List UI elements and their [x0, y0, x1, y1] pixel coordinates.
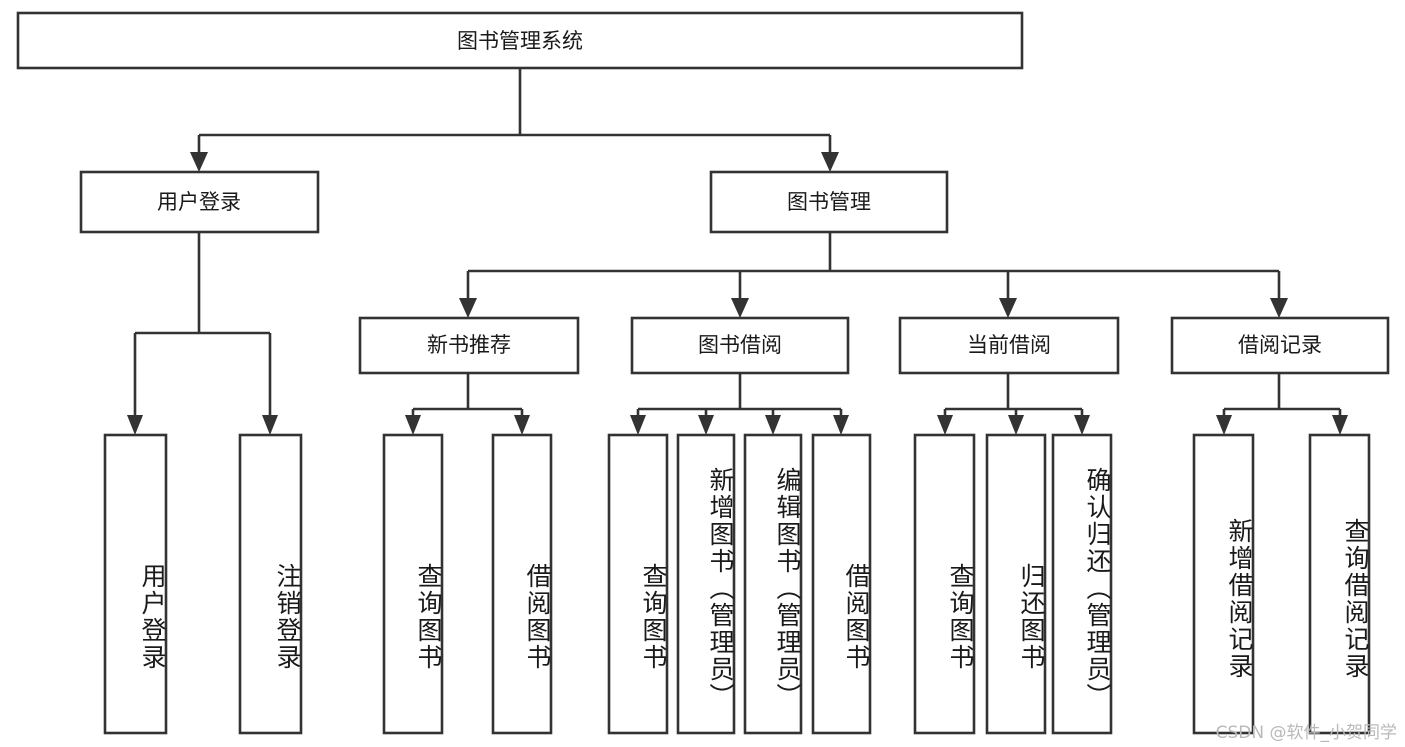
leaf-box-new-book-1[interactable]	[382, 433, 444, 735]
node-current-borrow-box[interactable]	[898, 316, 1120, 375]
arrowhead-bookborrow-leaf-4	[833, 415, 849, 435]
arrowhead-newbook-leaf-1	[405, 415, 421, 435]
csdn-watermark: CSDN @软件_小贺同学	[1215, 723, 1397, 743]
leaf-box-user-login-2[interactable]	[238, 433, 303, 735]
node-user-login[interactable]: 用户登录	[79, 170, 320, 234]
node-book-manage-box[interactable]	[709, 170, 949, 234]
node-root-label: 图书管理系统	[457, 29, 583, 53]
arrowhead-leaf-user-login-1	[127, 415, 143, 435]
leaf-box-borrow-record-2[interactable]	[1308, 433, 1371, 735]
leaf-box-book-borrow-3[interactable]	[743, 433, 803, 735]
arrowhead-current-borrow	[999, 298, 1017, 318]
node-user-login-box[interactable]	[79, 170, 320, 234]
node-book-borrow-box[interactable]	[630, 316, 850, 375]
leaf-box-book-borrow-1[interactable]	[607, 433, 669, 735]
arrowhead-leaf-user-login-2	[262, 415, 278, 435]
node-current-borrow-label: 当前借阅	[967, 333, 1051, 357]
arrowhead-borrowrecord-leaf-1	[1216, 415, 1232, 435]
leaf-box-user-login-1[interactable]	[103, 433, 168, 735]
node-book-manage-label: 图书管理	[787, 190, 871, 214]
node-root[interactable]: 图书管理系统	[16, 11, 1024, 70]
node-book-borrow-label: 图书借阅	[698, 333, 782, 357]
node-borrow-record[interactable]: 借阅记录	[1170, 316, 1390, 375]
connectors	[127, 68, 1348, 435]
node-root-box[interactable]	[16, 11, 1024, 70]
leaf-box-book-borrow-2[interactable]	[676, 433, 736, 735]
arrowhead-borrowrecord-leaf-2	[1332, 415, 1348, 435]
node-new-book-recommend-label: 新书推荐	[427, 333, 511, 357]
arrowhead-currentborrow-leaf-3	[1074, 415, 1090, 435]
arrowhead-newbook-leaf-2	[514, 415, 530, 435]
node-book-borrow[interactable]: 图书借阅	[630, 316, 850, 375]
arrowhead-borrow-record	[1270, 298, 1288, 318]
arrowhead-book-manage	[821, 152, 839, 172]
leaf-box-borrow-record-1[interactable]	[1192, 433, 1255, 735]
node-borrow-record-box[interactable]	[1170, 316, 1390, 375]
arrowhead-new-book	[459, 298, 477, 318]
leaf-box-book-borrow-4[interactable]	[811, 433, 872, 735]
leaf-box-current-borrow-2[interactable]	[985, 433, 1047, 735]
leaf-box-current-borrow-3[interactable]	[1051, 433, 1113, 735]
node-current-borrow[interactable]: 当前借阅	[898, 316, 1120, 375]
arrowhead-currentborrow-leaf-1	[937, 415, 953, 435]
arrowhead-book-borrow	[731, 298, 749, 318]
node-user-login-label: 用户登录	[157, 190, 241, 214]
arrowhead-currentborrow-leaf-2	[1008, 415, 1024, 435]
arrowhead-bookborrow-leaf-1	[630, 415, 646, 435]
arrowhead-user-login	[190, 152, 208, 172]
arrowhead-bookborrow-leaf-2	[698, 415, 714, 435]
arrowhead-bookborrow-leaf-3	[765, 415, 781, 435]
node-borrow-record-label: 借阅记录	[1238, 333, 1322, 357]
node-new-book-recommend-box[interactable]	[358, 316, 580, 375]
node-book-manage[interactable]: 图书管理	[709, 170, 949, 234]
leaf-box-new-book-2[interactable]	[491, 433, 553, 735]
node-new-book-recommend[interactable]: 新书推荐	[358, 316, 580, 375]
leaf-box-current-borrow-1[interactable]	[913, 433, 976, 735]
